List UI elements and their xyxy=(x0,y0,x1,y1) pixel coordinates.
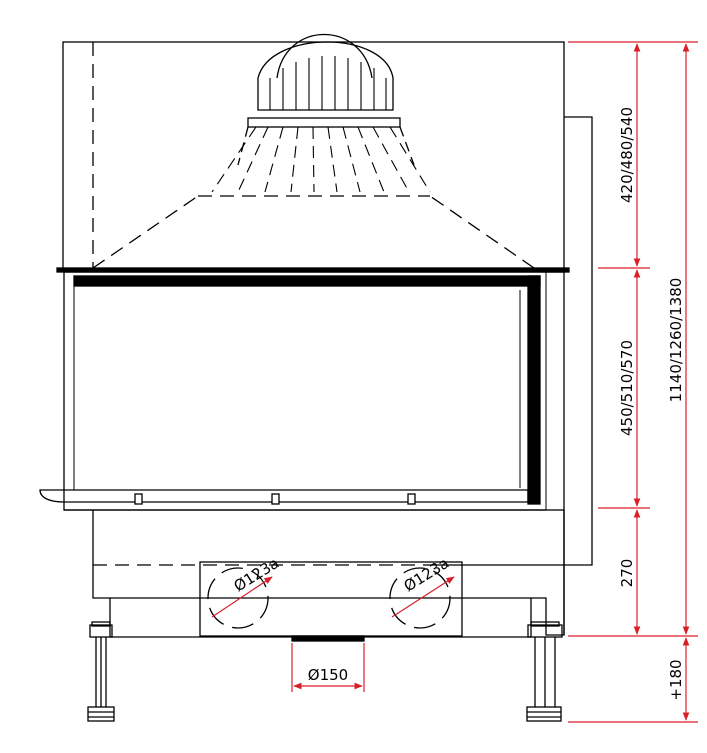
bottom-spigot xyxy=(291,635,365,642)
door-hinges xyxy=(134,493,416,505)
hood-cone xyxy=(92,195,535,269)
dim-legs-label: +180 xyxy=(667,659,685,700)
dim-inlet-right-line xyxy=(391,576,455,618)
leg-left xyxy=(87,621,115,722)
glass-door xyxy=(73,279,529,491)
leg-right xyxy=(526,621,563,722)
dim-bottom-label: 270 xyxy=(618,559,636,588)
base-body xyxy=(92,510,565,638)
dim-total-label: 1140/1260/1380 xyxy=(667,278,685,403)
exchanger-ribs xyxy=(211,126,431,193)
air-inlet-right-circle xyxy=(389,567,451,629)
corner-pillar xyxy=(527,275,541,505)
dimension-lines xyxy=(211,41,698,723)
flue-collar xyxy=(247,117,401,128)
dim-inlet-left-line xyxy=(211,576,273,618)
flue-dome xyxy=(276,33,373,79)
collar-bracket-right xyxy=(399,126,415,166)
dim-inlet-right-label: Ø123a xyxy=(401,554,453,596)
door-handle xyxy=(39,489,529,503)
dome-ribs xyxy=(269,56,387,110)
firebox-frame xyxy=(63,271,565,511)
dim-top-label: 420/480/540 xyxy=(618,107,636,203)
air-inlet-left-circle xyxy=(207,567,269,629)
fireplace-outline xyxy=(39,33,593,722)
door-top-rail xyxy=(73,275,541,287)
collar-bracket-left xyxy=(237,126,249,166)
dim-flue-label: Ø150 xyxy=(308,666,348,684)
dim-middle-label: 450/510/570 xyxy=(618,340,636,436)
rear-flue-guide xyxy=(430,116,593,566)
dim-inlet-left-label: Ø123a xyxy=(231,554,283,596)
flue-dome-top xyxy=(257,41,394,111)
